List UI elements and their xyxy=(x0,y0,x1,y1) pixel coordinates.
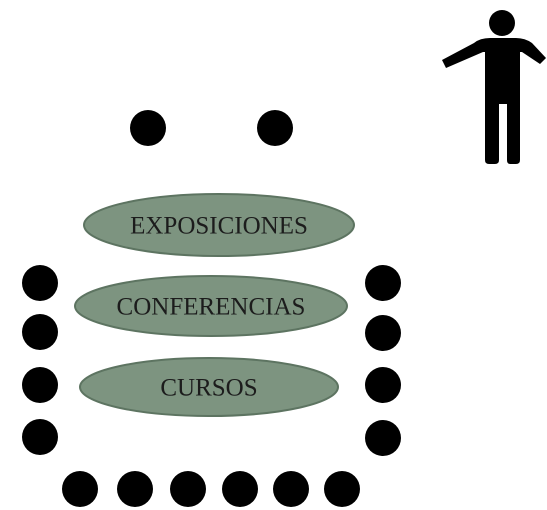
right-seat-column xyxy=(365,265,401,456)
left-seat-column xyxy=(22,265,58,455)
seat-dot xyxy=(222,471,258,507)
seat-dot xyxy=(365,315,401,351)
seat-dot xyxy=(273,471,309,507)
seat-dot xyxy=(324,471,360,507)
exposiciones-oval: EXPOSICIONES xyxy=(83,193,355,257)
conferencias-label: CONFERENCIAS xyxy=(117,294,306,321)
person-arms-outstretched-icon xyxy=(442,10,546,164)
seat-dot xyxy=(365,367,401,403)
seat-dot xyxy=(22,367,58,403)
top-seat-row xyxy=(130,110,293,146)
seat-dot xyxy=(22,265,58,301)
seat-dot xyxy=(130,110,166,146)
exposiciones-label: EXPOSICIONES xyxy=(130,213,308,240)
bottom-seat-row xyxy=(62,471,360,507)
seat-dot xyxy=(22,419,58,455)
seat-dot xyxy=(365,265,401,301)
conferencias-oval: CONFERENCIAS xyxy=(74,275,348,337)
seat-dot xyxy=(257,110,293,146)
seat-dot xyxy=(170,471,206,507)
seat-dot xyxy=(62,471,98,507)
seat-dot xyxy=(22,314,58,350)
cursos-oval: CURSOS xyxy=(79,357,339,417)
seat-dot xyxy=(117,471,153,507)
cursos-label: CURSOS xyxy=(160,375,257,402)
seat-dot xyxy=(365,420,401,456)
